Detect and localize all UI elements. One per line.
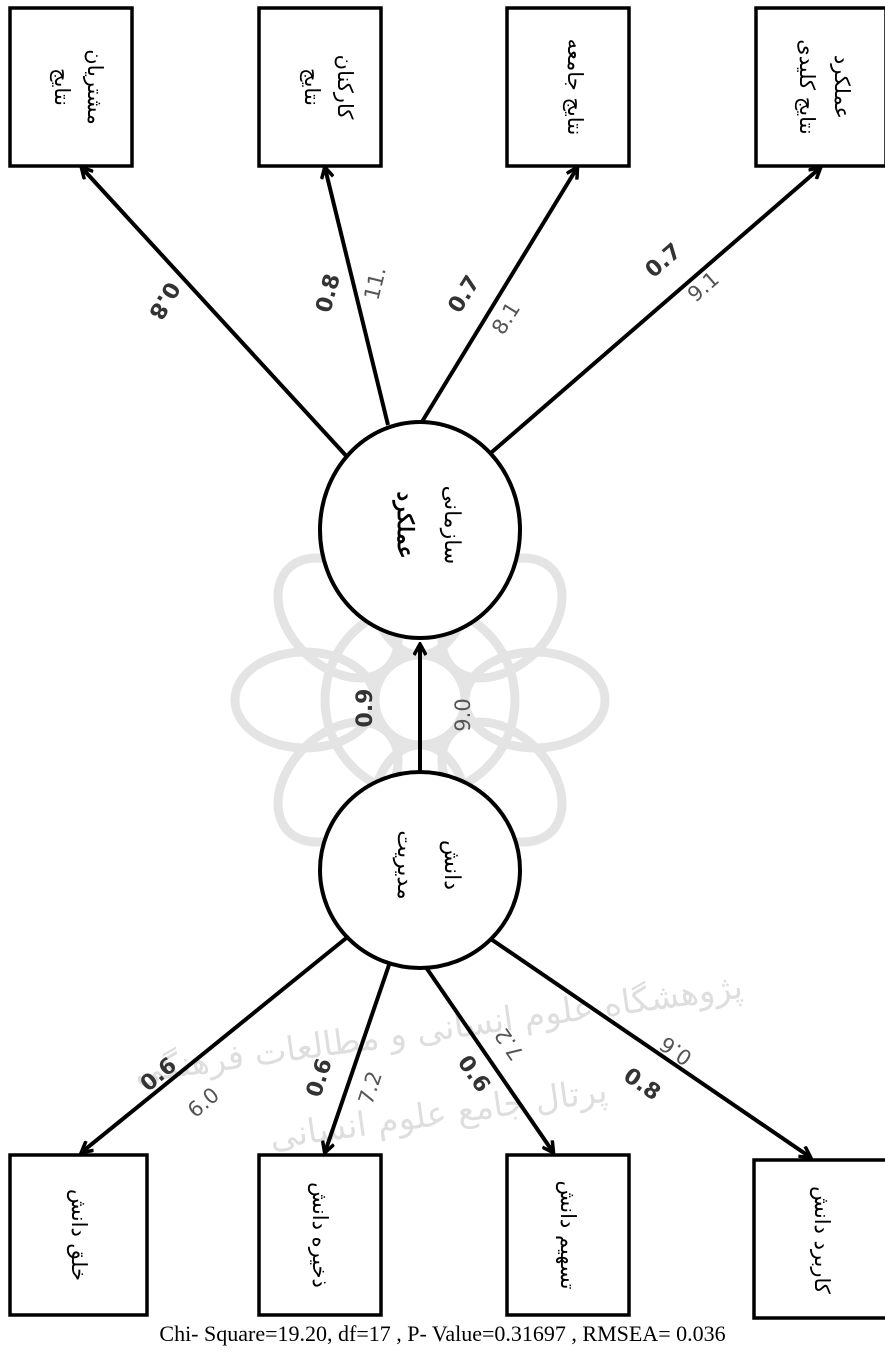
indicator-label-employee-line2: کارکنان — [332, 55, 357, 120]
fit-statistics: Chi- Square=19.20, df=17 , P- Value=0.31… — [159, 1321, 726, 1346]
latent-knowledge-label-2: دانش — [439, 840, 464, 890]
path-arrow-knowledge-creation — [82, 933, 352, 1152]
path-arrow-customer-results — [82, 168, 352, 462]
path-arrow-knowledge-application — [483, 933, 810, 1157]
indicator-box-knowledge-storage — [257, 1153, 383, 1317]
latent-performance-label-1: عملکرد — [392, 491, 418, 558]
indicator-label-customer-line2: مشتریان — [82, 49, 107, 125]
indicator-label-employee-line1: نتایج — [299, 68, 324, 106]
indicator-label-key-line2: عملکرد — [829, 55, 854, 119]
tvalue-knowledge-application: 0.6 — [655, 1031, 696, 1070]
indicator-box-knowledge-sharing — [505, 1153, 631, 1317]
path-arrow-employee-results — [325, 168, 390, 426]
indicator-box-customer-results — [8, 6, 134, 168]
watermark-text: پژوهشگاه علوم انسانی و مطالعات فرهنگی پر… — [132, 967, 745, 1158]
path-arrow-key-results — [483, 168, 820, 460]
coef-customer-results: 0.8 — [143, 277, 184, 323]
indicator-box-knowledge-application — [752, 1158, 885, 1320]
tvalue-structural: 9.0 — [451, 698, 475, 731]
path-arrow-society-results — [418, 168, 577, 427]
indicator-label-knowledge-storage: ذخیره دانش — [307, 1182, 332, 1288]
latent-knowledge-label-1: مدیریت — [392, 830, 417, 899]
coef-society-results: 0.7 — [444, 271, 486, 317]
indicator-label-knowledge-application: کاربرد دانش — [809, 1186, 834, 1294]
coef-key-results: 0.7 — [641, 239, 687, 283]
latent-organizational-performance — [318, 420, 522, 640]
latent-knowledge-management — [318, 770, 522, 970]
latent-performance-label-2: سازمانی — [439, 486, 464, 565]
indicator-label-society-line1: نتایج جامعه — [562, 39, 587, 136]
coef-knowledge-application: 0.8 — [619, 1063, 665, 1106]
coef-employee-results: 0.8 — [312, 271, 346, 315]
indicator-label-customer-line1: نتایج — [49, 68, 74, 106]
indicator-box-key-results — [754, 6, 885, 168]
path-arrow-knowledge-storage — [325, 961, 392, 1152]
tvalue-key-results: 9.1 — [683, 267, 724, 307]
indicator-label-knowledge-sharing: تسهیم دانش — [555, 1180, 580, 1289]
tvalue-knowledge-creation: 6.0 — [183, 1083, 224, 1123]
coef-structural: 0.9 — [353, 689, 378, 728]
indicator-box-employee-results — [257, 6, 383, 168]
indicator-box-society-results — [505, 6, 631, 168]
indicator-label-knowledge-creation: خلق دانش — [66, 1189, 91, 1281]
path-arrow-knowledge-sharing — [421, 961, 553, 1152]
indicator-box-knowledge-creation — [8, 1153, 149, 1317]
indicator-label-key-line1: نتایج کلیدی — [794, 39, 819, 134]
tvalue-employee-results: 11. — [360, 264, 391, 302]
